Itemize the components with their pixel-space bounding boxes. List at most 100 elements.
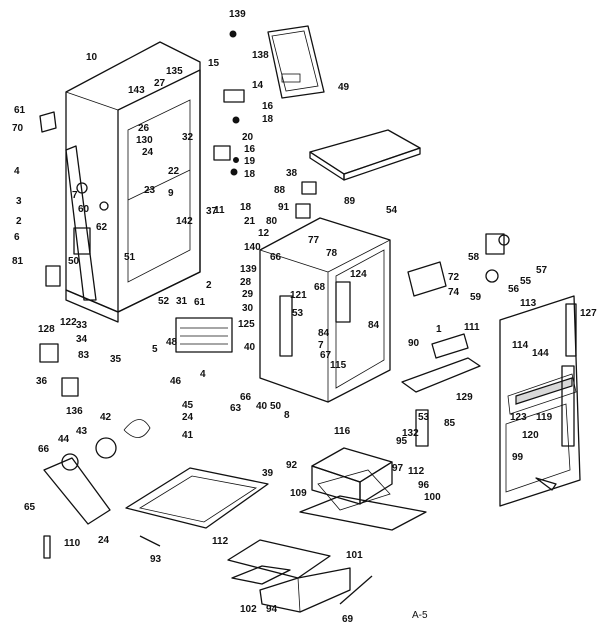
svg-text:48: 48 [166, 337, 178, 348]
svg-text:1: 1 [436, 324, 442, 335]
svg-text:16: 16 [244, 144, 256, 155]
svg-text:2: 2 [16, 216, 22, 227]
svg-text:94: 94 [266, 604, 278, 615]
svg-text:11: 11 [214, 205, 225, 216]
svg-text:3: 3 [16, 196, 22, 207]
svg-text:32: 32 [182, 132, 194, 143]
svg-text:111: 111 [464, 322, 480, 333]
drawer-101 [227, 539, 351, 613]
svg-text:56: 56 [508, 284, 520, 295]
svg-text:5: 5 [152, 344, 158, 355]
svg-text:37: 37 [206, 206, 218, 217]
svg-text:54: 54 [386, 205, 398, 216]
liner-54 [259, 217, 391, 403]
svg-text:14: 14 [252, 80, 264, 91]
svg-text:80: 80 [266, 216, 278, 227]
svg-text:66: 66 [240, 392, 252, 403]
svg-text:74: 74 [448, 287, 460, 298]
svg-text:8: 8 [284, 410, 290, 421]
svg-text:4: 4 [200, 369, 206, 380]
svg-text:51: 51 [124, 252, 136, 263]
top-panel-49 [267, 25, 325, 99]
svg-text:121: 121 [290, 290, 307, 301]
svg-text:44: 44 [58, 434, 70, 445]
svg-text:43: 43 [76, 426, 88, 437]
svg-text:41: 41 [182, 430, 194, 441]
svg-text:16: 16 [262, 101, 274, 112]
svg-text:130: 130 [136, 135, 153, 146]
svg-text:30: 30 [242, 303, 254, 314]
svg-text:114: 114 [512, 340, 529, 351]
svg-text:113: 113 [520, 298, 537, 309]
svg-text:67: 67 [320, 350, 332, 361]
svg-text:89: 89 [344, 196, 356, 207]
svg-text:35: 35 [110, 354, 122, 365]
svg-text:143: 143 [128, 85, 145, 96]
svg-text:53: 53 [292, 308, 304, 319]
svg-text:52: 52 [158, 296, 170, 307]
svg-text:18: 18 [244, 169, 256, 180]
svg-text:122: 122 [60, 317, 77, 328]
svg-text:24: 24 [142, 147, 154, 158]
svg-text:28: 28 [240, 277, 252, 288]
svg-text:33: 33 [76, 320, 88, 331]
svg-text:123: 123 [510, 412, 527, 423]
svg-text:119: 119 [536, 412, 553, 423]
svg-text:109: 109 [290, 488, 307, 499]
svg-text:7: 7 [72, 190, 78, 201]
svg-text:46: 46 [170, 376, 182, 387]
svg-text:10: 10 [86, 52, 98, 63]
svg-text:91: 91 [278, 202, 290, 213]
svg-text:66: 66 [38, 444, 50, 455]
svg-text:4: 4 [14, 166, 20, 177]
svg-text:31: 31 [176, 296, 188, 307]
svg-text:116: 116 [334, 426, 351, 437]
svg-text:24: 24 [182, 412, 194, 423]
svg-text:22: 22 [168, 166, 180, 177]
svg-text:29: 29 [242, 289, 254, 300]
svg-text:26: 26 [138, 123, 150, 134]
svg-text:120: 120 [522, 430, 539, 441]
svg-text:72: 72 [448, 272, 460, 283]
svg-text:140: 140 [244, 242, 261, 253]
callout-labels: 139 138 49 10 15 14 16 18 143 135 27 61 … [12, 9, 597, 625]
svg-text:38: 38 [286, 168, 298, 179]
svg-text:144: 144 [532, 348, 549, 359]
svg-text:60: 60 [78, 204, 90, 215]
svg-text:84: 84 [368, 320, 380, 331]
top-panel-38 [309, 129, 421, 181]
svg-text:102: 102 [240, 604, 257, 615]
svg-text:24: 24 [98, 535, 110, 546]
svg-text:59: 59 [470, 292, 482, 303]
svg-text:36: 36 [36, 376, 48, 387]
svg-text:50: 50 [68, 256, 80, 267]
svg-text:100: 100 [424, 492, 441, 503]
fan-assembly-39 [43, 419, 151, 525]
svg-text:138: 138 [252, 50, 269, 61]
svg-text:65: 65 [24, 502, 36, 513]
door-111 [499, 295, 581, 507]
crisper-92 [311, 447, 393, 505]
svg-text:18: 18 [240, 202, 252, 213]
svg-text:63: 63 [230, 403, 242, 414]
svg-text:142: 142 [176, 216, 193, 227]
svg-text:81: 81 [12, 256, 24, 267]
svg-text:42: 42 [100, 412, 112, 423]
svg-text:92: 92 [286, 460, 298, 471]
svg-text:90: 90 [408, 338, 420, 349]
svg-text:136: 136 [66, 406, 83, 417]
svg-text:97: 97 [392, 463, 404, 474]
svg-text:2: 2 [206, 280, 212, 291]
page-reference: A-5 [412, 610, 428, 621]
svg-text:6: 6 [14, 232, 20, 243]
svg-text:49: 49 [338, 82, 350, 93]
screw-139 [229, 30, 237, 38]
svg-text:70: 70 [12, 123, 24, 134]
svg-text:69: 69 [342, 614, 354, 625]
svg-text:34: 34 [76, 334, 88, 345]
svg-text:62: 62 [96, 222, 108, 233]
svg-text:53: 53 [418, 412, 430, 423]
trim-90 [401, 357, 481, 393]
svg-text:78: 78 [326, 248, 338, 259]
